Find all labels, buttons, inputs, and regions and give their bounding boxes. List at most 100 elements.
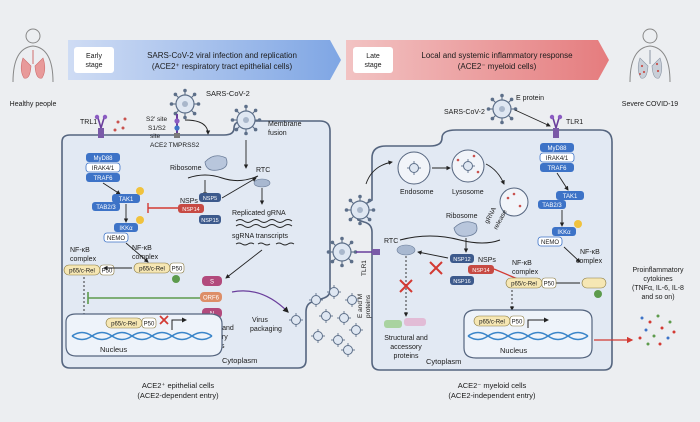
right-ribosome-label: Ribosome — [446, 213, 478, 220]
myd88-box — [540, 143, 574, 152]
late-stage-line1: Late — [366, 53, 380, 60]
tlr1-label: TLR1 — [566, 119, 583, 126]
nfkb2-line1: NF-κB — [132, 245, 152, 252]
p50-label: P50 — [512, 320, 523, 326]
sgrna-label: sgRNA transcripts — [232, 233, 289, 240]
early-stage-line1: Early — [86, 53, 102, 60]
right-ribosome-shape — [453, 221, 478, 237]
s1s2-site-line1: S1/S2 — [148, 125, 166, 132]
myd88-label: MyD88 — [547, 146, 567, 152]
p-badge — [574, 220, 582, 228]
ikk-box — [552, 227, 576, 236]
left-caption-line1: ACE2⁺ epithelial cells — [142, 381, 215, 390]
nsp14-box — [178, 204, 204, 213]
cytokines-line3: (TNFα, IL-6, IL-8 — [632, 285, 684, 292]
ace2-tmprss2-label: ACE2 TMPRSS2 — [150, 142, 200, 149]
s2-site-label: S2′ site — [146, 116, 167, 123]
p65-box-small — [581, 277, 607, 289]
nfkb-right-line1: NF-κB — [580, 249, 600, 256]
right-caption-line1: ACE2⁻ myeloid cells — [458, 381, 527, 390]
right-viral-rna — [399, 235, 501, 244]
trl1-label: TRL1 — [80, 119, 97, 126]
p50-box — [509, 315, 525, 327]
ikk-label: IKKα — [119, 226, 133, 232]
nemo-label: NEMO — [541, 240, 559, 246]
transcription-arrow — [527, 317, 549, 328]
p50-box — [141, 317, 157, 329]
nsp12-box — [450, 254, 474, 263]
tab-label: TAB2/3 — [96, 205, 116, 211]
late-stage-banner: Late stage Local and systemic inflammato… — [346, 40, 609, 80]
right-rtc-label: RTC — [384, 238, 398, 245]
severe-label: Severe COVID-19 — [622, 101, 679, 108]
ribosome-shape — [204, 155, 228, 171]
tab-label: TAB2/3 — [542, 203, 562, 209]
nfkb1-line1: NF-κB — [70, 247, 90, 254]
ribosome-label: Ribosome — [170, 165, 202, 172]
nsp16-box — [450, 276, 474, 285]
left-nucleus-label: Nucleus — [100, 345, 127, 354]
e-m-line2: proteins — [365, 294, 372, 318]
late-banner-title: Local and systemic inflammatory response — [421, 51, 573, 60]
trl1-receptor — [94, 114, 108, 138]
sars-cov-2-virion — [169, 88, 201, 120]
s-protein-box — [202, 276, 222, 286]
early-stage-banner: Early stage SARS-CoV-2 viral infection a… — [68, 40, 341, 80]
lysosome-label: Lysosome — [452, 189, 484, 196]
right-rtc-shape — [396, 244, 416, 256]
cytokines-line1: Proinflammatory — [633, 267, 684, 274]
p65-label: p65/c-Rel — [111, 322, 137, 328]
blocked-rtc-cross — [429, 261, 443, 275]
irak-box — [85, 162, 121, 173]
dna-strand — [71, 331, 213, 341]
nemo-box — [103, 232, 129, 243]
s1s2-site-line2: site — [150, 133, 161, 140]
replicated-grna-label: Replicated gRNA — [232, 210, 286, 217]
healthy-person-icon — [12, 28, 54, 83]
traf6-label: TRAF6 — [93, 176, 113, 182]
blocked-transcription-icon — [159, 315, 187, 330]
p50-box — [169, 262, 185, 274]
healthy-label: Healthy people — [10, 101, 57, 108]
nemo-label: NEMO — [107, 236, 125, 242]
membrane-fusion-line1: Membrane — [268, 121, 302, 128]
tak1-label: TAK1 — [563, 194, 578, 200]
cytokines-line4: and so on) — [641, 294, 674, 301]
traf6-box — [540, 163, 574, 172]
cytokine-cloud — [638, 314, 676, 346]
left-cytoplasm-label: Cytoplasm — [222, 356, 257, 365]
packaging-line1: Virus — [252, 317, 268, 324]
tlr1-receptor — [549, 114, 563, 138]
nsp5-label: NSP5 — [203, 196, 217, 202]
lysosome-shape-2 — [499, 187, 529, 217]
s-protein-label: S — [210, 280, 214, 286]
p-badge — [136, 216, 144, 224]
p50-label: P50 — [544, 282, 555, 288]
structural-protein-box — [384, 320, 402, 328]
blocked-protein-cross — [399, 279, 413, 293]
cytokines-line2: cytokines — [643, 276, 673, 283]
rtc-label: RTC — [256, 167, 270, 174]
nsp5-box — [199, 193, 221, 202]
p65-label: p65/c-Rel — [511, 282, 537, 288]
nemo-box — [537, 236, 563, 247]
tlr1-side-label: TLR1 — [361, 260, 368, 276]
p50-label: P50 — [144, 322, 155, 328]
myd88-label: MyD88 — [93, 156, 113, 162]
tab-box — [538, 200, 566, 209]
nfkb1-line2: complex — [70, 256, 97, 263]
early-banner-title: SARS-CoV-2 viral infection and replicati… — [147, 51, 297, 60]
early-banner-subtitle: (ACE2⁺ respiratory tract epithelial cell… — [152, 62, 293, 71]
late-banner-subtitle: (ACE2⁻ myeloid cells) — [458, 62, 537, 71]
irak-label: IRAK4/1 — [546, 156, 569, 162]
right-structural-line2: accessory — [390, 344, 422, 351]
viral-rna — [187, 174, 259, 182]
right-caption-line2: (ACE2-independent entry) — [448, 391, 536, 400]
right-nsps-label: NSPs — [478, 257, 496, 264]
nsp14-label: NSP14 — [182, 207, 199, 213]
irak-label: IRAK4/1 — [92, 166, 115, 172]
ikb-badge — [594, 290, 602, 298]
myd88-box — [86, 153, 120, 162]
nsp12-label: NSP12 — [453, 257, 470, 263]
